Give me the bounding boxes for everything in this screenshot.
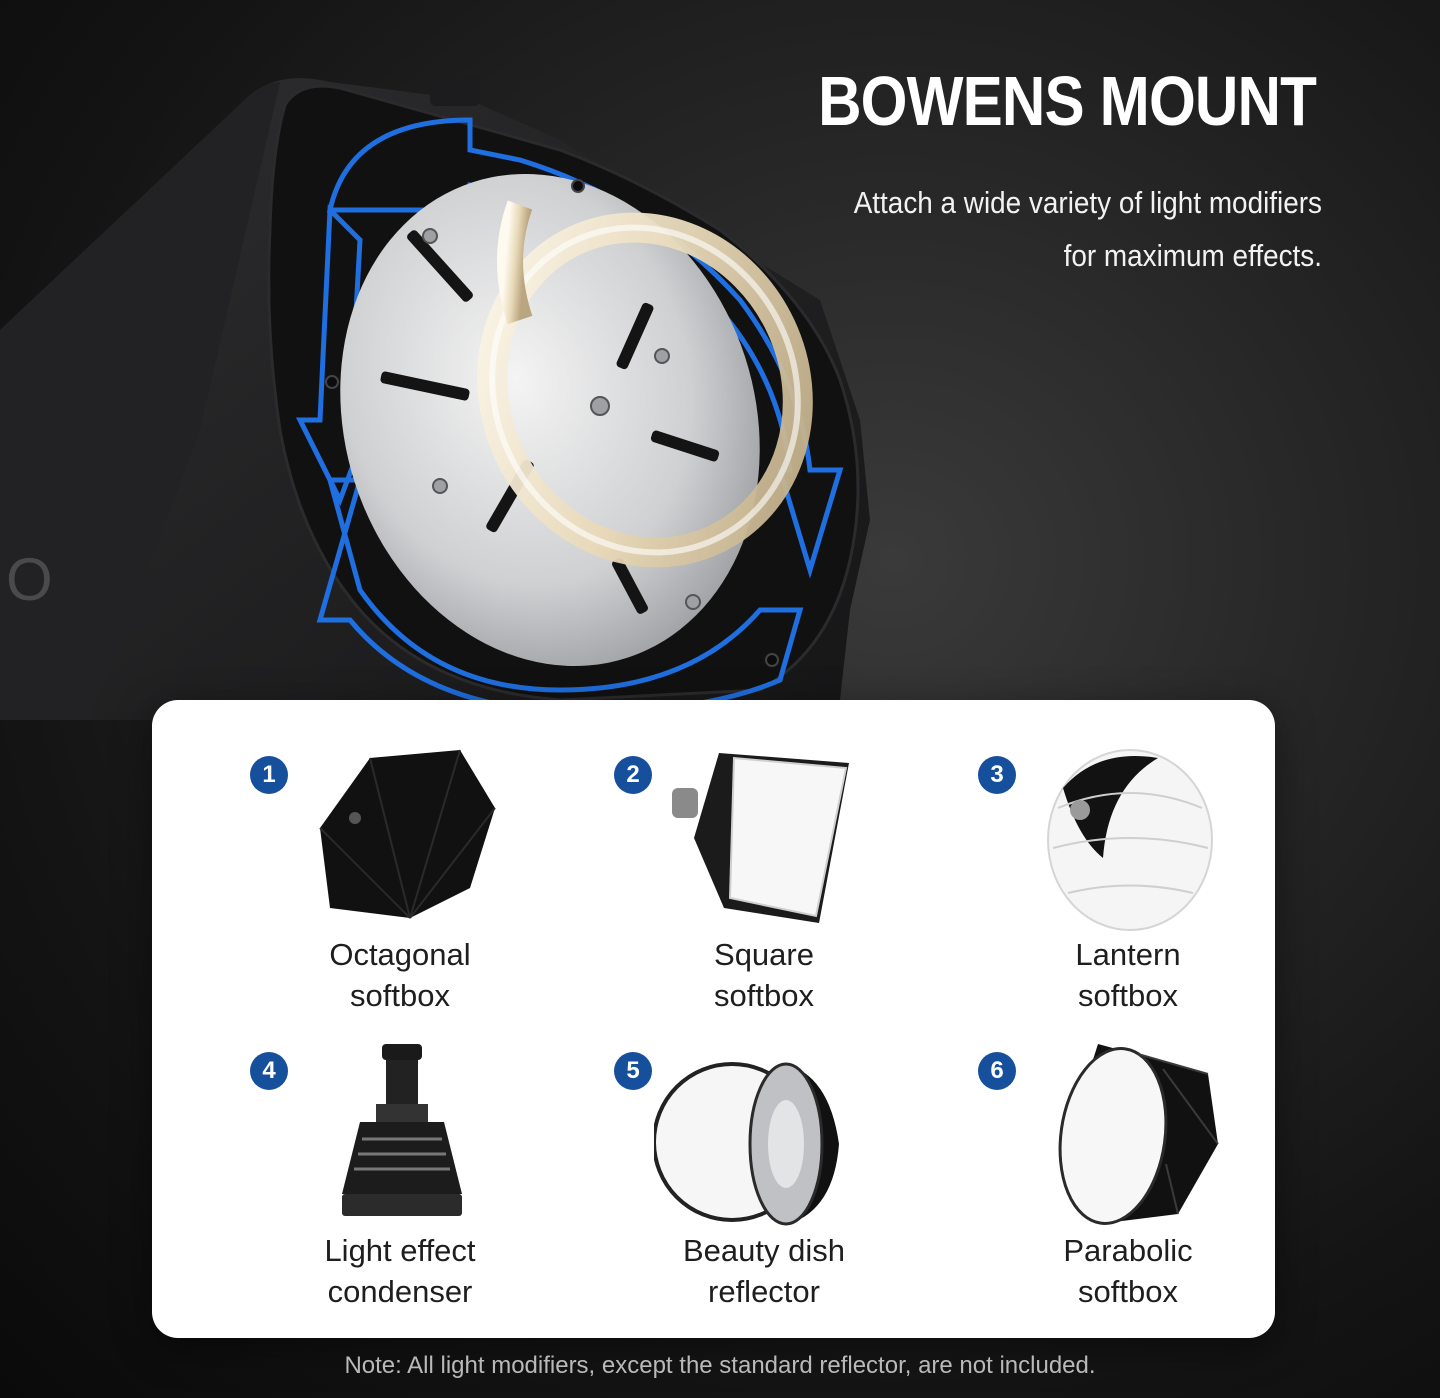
label-line-1: Octagonal xyxy=(329,937,471,972)
number-badge: 5 xyxy=(614,1052,652,1090)
modifier-item-5: 5 Beauty dish reflector xyxy=(614,1052,914,1332)
flash-tube xyxy=(477,200,813,568)
modifier-item-3: 3 Lantern softbox xyxy=(978,749,1275,1036)
number-badge: 2 xyxy=(614,756,652,794)
number-badge: 1 xyxy=(250,756,288,794)
octagonal-softbox-icon xyxy=(319,749,496,919)
strobe-head-illustration: O xyxy=(0,78,870,720)
label-line-2: reflector xyxy=(708,1274,820,1309)
page-subtitle: Attach a wide variety of light modifiers… xyxy=(764,176,1322,282)
label-line-2: softbox xyxy=(714,978,814,1013)
modifier-label: Square softbox xyxy=(614,934,914,1016)
modifier-item-6: 6 Parabolic softbox xyxy=(978,1044,1275,1332)
modifier-label: Lantern softbox xyxy=(978,934,1275,1016)
beauty-dish-reflector-icon xyxy=(654,1062,839,1226)
modifier-label: Parabolic softbox xyxy=(978,1230,1275,1312)
lantern-softbox-icon xyxy=(1047,749,1213,931)
number-badge: 6 xyxy=(978,1052,1016,1090)
label-line-2: softbox xyxy=(1078,1274,1178,1309)
number-badge: 4 xyxy=(250,1052,288,1090)
modifier-label: Octagonal softbox xyxy=(250,934,550,1016)
label-line-1: Lantern xyxy=(1075,937,1181,972)
label-line-2: condenser xyxy=(327,1274,473,1309)
light-effect-condenser-icon xyxy=(342,1044,462,1216)
parabolic-softbox-icon xyxy=(1058,1044,1219,1225)
label-line-1: Beauty dish xyxy=(683,1233,845,1268)
modifier-label: Beauty dish reflector xyxy=(614,1230,914,1312)
modifiers-card: 1 Octagonal softbox 2 Square softbox xyxy=(152,700,1275,1338)
label-line-1: Light effect xyxy=(324,1233,476,1268)
page-title: BOWENS MOUNT xyxy=(817,62,1317,140)
number-badge: 3 xyxy=(978,756,1016,794)
label-line-1: Square xyxy=(714,937,814,972)
label-line-1: Parabolic xyxy=(1063,1233,1193,1268)
subtitle-line-1: Attach a wide variety of light modifiers xyxy=(853,185,1322,220)
plate-screws xyxy=(422,228,701,610)
label-line-2: softbox xyxy=(350,978,450,1013)
housing-mark: O xyxy=(6,546,53,613)
modifier-item-2: 2 Square softbox xyxy=(614,753,914,1036)
label-line-2: softbox xyxy=(1078,978,1178,1013)
footer-note: Note: All light modifiers, except the st… xyxy=(344,1352,1096,1379)
square-softbox-icon xyxy=(672,753,849,923)
subtitle-line-2: for maximum effects. xyxy=(1063,238,1322,273)
modifier-item-1: 1 Octagonal softbox xyxy=(250,749,550,1036)
modifier-label: Light effect condenser xyxy=(250,1230,550,1312)
top-latch xyxy=(430,78,480,106)
modifier-item-4: 4 Light effect condenser xyxy=(250,1044,550,1332)
